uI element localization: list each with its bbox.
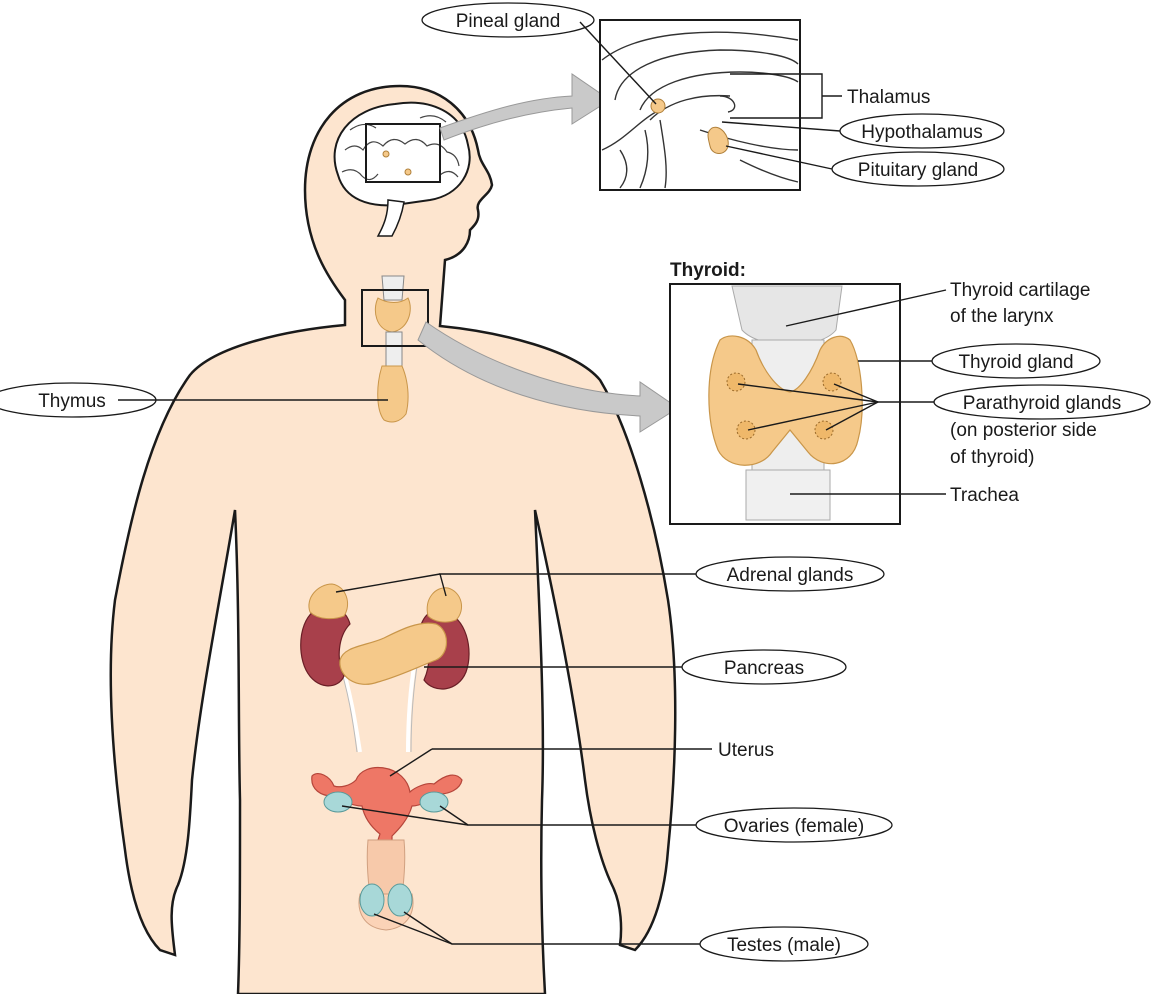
inset-trachea-lower: [745, 469, 831, 521]
brain-inset-drawing: [601, 31, 799, 189]
thyroid-zoom-box: [361, 289, 429, 347]
pineal-gland-label: Pineal gland: [456, 11, 561, 32]
ovaries-leaders: [341, 805, 696, 826]
brain-folds: [341, 115, 460, 181]
parathyroid-glands-label-line3: of thyroid): [950, 447, 1034, 468]
inset-pituitary-gland: [707, 126, 729, 154]
right-testis: [387, 883, 413, 917]
hypothalamus-label: Hypothalamus: [861, 122, 982, 143]
thyroid-cartilage-label-line2: of the larynx: [950, 306, 1054, 327]
testes-leaders: [373, 911, 700, 945]
uterus-leader-d: [389, 748, 433, 777]
adrenal-glands-label: Adrenal glands: [727, 565, 854, 586]
brain-zoom-box: [365, 123, 441, 183]
pancreas-organ: [339, 622, 448, 685]
pituitary-gland-leader: [725, 145, 833, 170]
brainstem: [376, 199, 405, 237]
hypothalamus-leader: [721, 121, 841, 132]
brain-pituitary-dot: [404, 168, 412, 176]
inset-parathyroid-glands: [726, 372, 842, 440]
brain-outline: [333, 101, 471, 207]
pineal-gland-leader: [579, 21, 657, 105]
right-adrenal-gland: [426, 587, 463, 623]
thalamus-label: Thalamus: [847, 87, 930, 108]
brain-inset-frame: [599, 19, 801, 191]
parathyroid-glands-label-line1: Parathyroid glands: [963, 393, 1121, 414]
thyroid-small: [374, 297, 411, 333]
uterus-label: Uterus: [718, 740, 774, 761]
ovaries-label: Ovaries (female): [724, 816, 864, 837]
left-testis: [359, 883, 385, 917]
left-adrenal-gland: [308, 583, 348, 620]
testes-label: Testes (male): [727, 935, 841, 956]
brain-zoom-arrow: [439, 73, 611, 141]
thyroid-heading: Thyroid:: [670, 260, 746, 281]
parathyroid-glands-label-line2: (on posterior side: [950, 420, 1097, 441]
thyroid-zoom-arrow: [417, 321, 679, 433]
body-silhouette: [109, 84, 677, 994]
brain-pineal-dot: [382, 150, 390, 158]
pituitary-gland-label: Pituitary gland: [858, 160, 978, 181]
thyroid-gland-label: Thyroid gland: [958, 352, 1073, 373]
thyroid-cartilage-leader: [785, 289, 947, 327]
trachea-label: Trachea: [950, 485, 1019, 506]
larynx-small: [381, 275, 405, 301]
adrenal-glands-leaders: [335, 573, 696, 597]
left-ovary: [323, 791, 353, 813]
parathyroid-leaders: [737, 383, 934, 431]
trachea-small: [385, 331, 403, 367]
pancreas-label: Pancreas: [724, 658, 804, 679]
thyroid-cartilage-label-line1: Thyroid cartilage: [950, 280, 1090, 301]
thymus-label: Thymus: [38, 391, 106, 412]
thymus-organ: [377, 365, 409, 423]
pineal-gland-oval: [421, 2, 595, 38]
